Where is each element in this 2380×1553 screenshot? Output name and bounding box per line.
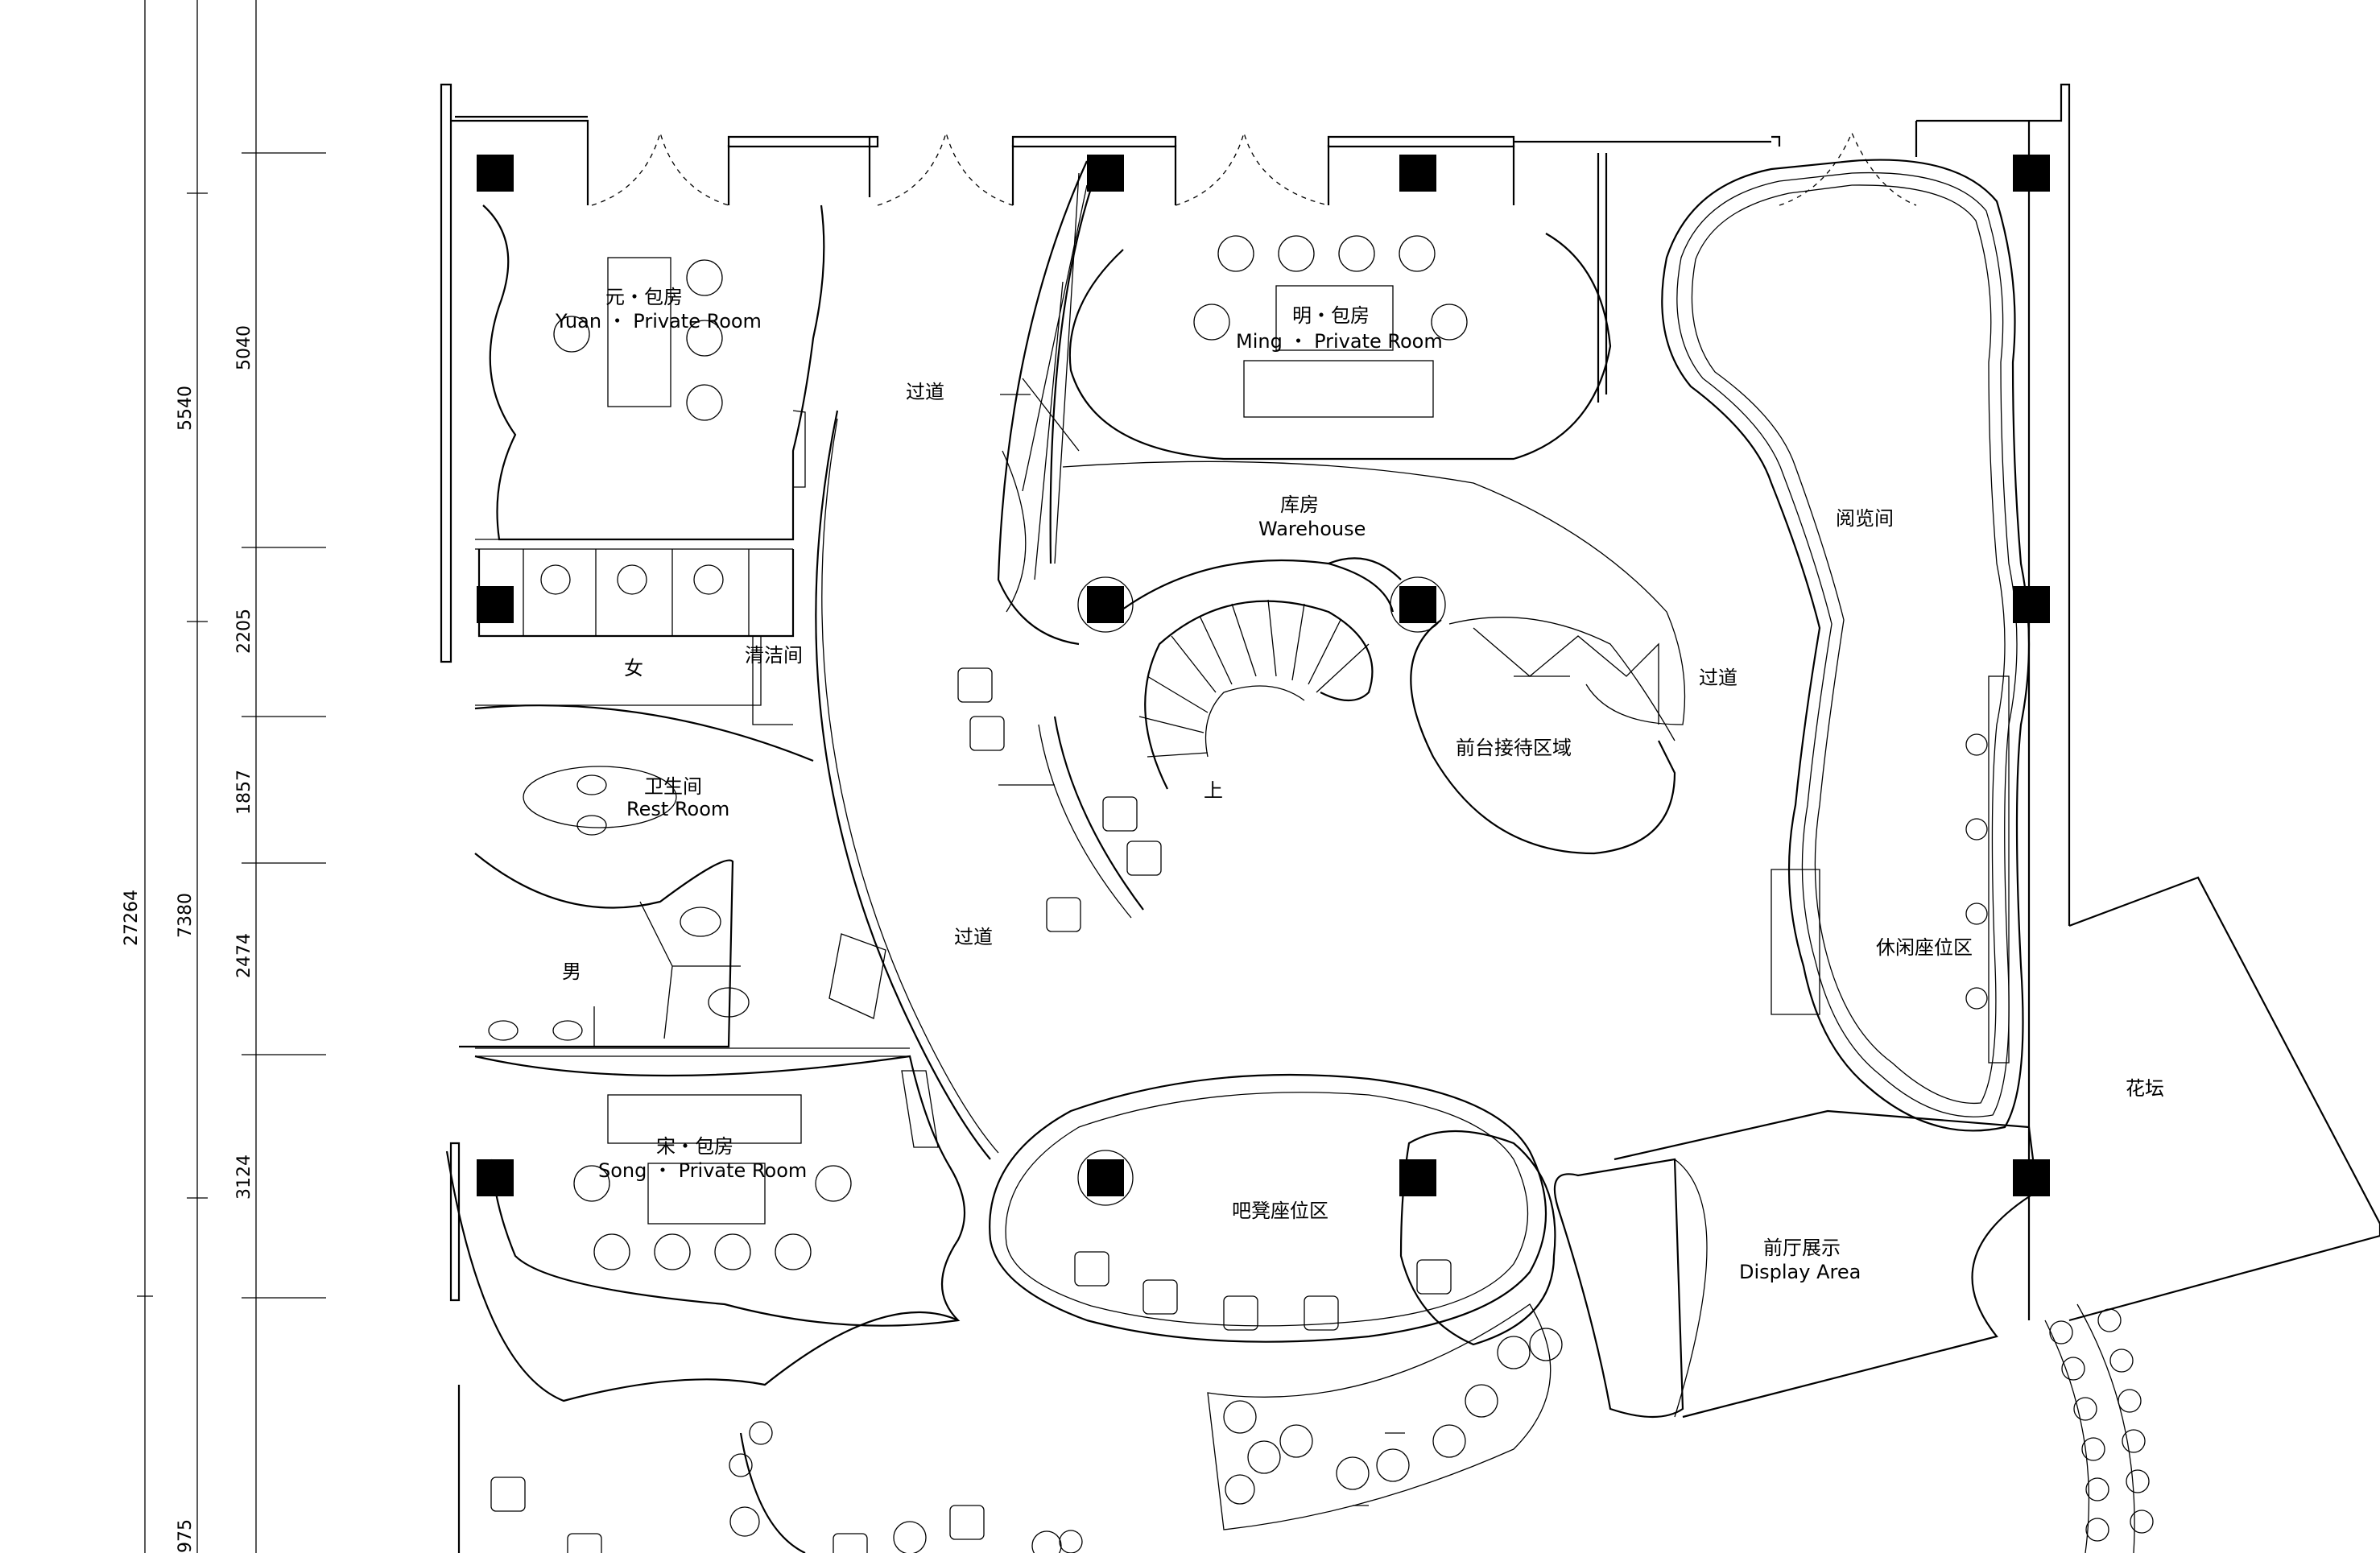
song-room (445, 1055, 966, 1402)
dim-b-4: 3124 (234, 1154, 254, 1200)
label-yuan-cn: 元・包房 (605, 286, 683, 308)
label-flowerbed: 花坛 (2126, 1077, 2164, 1100)
curved-bench (1038, 716, 1144, 919)
vegetation (729, 1303, 2154, 1553)
label-reading: 阅览间 (1836, 507, 1894, 530)
stair-partition (997, 160, 1101, 646)
dim-a-1: 7380 (176, 893, 196, 938)
spiral-stair (1138, 599, 1374, 790)
label-warehouse-en: Warehouse (1258, 518, 1366, 540)
label-ming-cn: 明・包房 (1292, 304, 1370, 327)
label-cleaning: 清洁间 (745, 644, 803, 667)
dim-outer: 27264 (122, 890, 142, 946)
dim-b-0: 5040 (234, 325, 254, 370)
corridor-walls (815, 410, 999, 1160)
annotation-marks (998, 394, 1570, 1506)
label-display-en: Display Area (1739, 1261, 1861, 1283)
label-male: 男 (562, 960, 581, 983)
label-bar: 吧凳座位区 (1232, 1200, 1328, 1222)
stools (490, 667, 1452, 1553)
dim-b-1: 2205 (234, 609, 254, 654)
label-song-en: Song ・ Private Room (598, 1159, 807, 1182)
door-swings (591, 130, 1917, 206)
dim-a-0: 5540 (176, 386, 196, 431)
reception (1410, 617, 1676, 855)
label-restroom-en: Rest Room (626, 798, 729, 820)
label-corridor-2: 过道 (954, 926, 993, 948)
label-stair-up: 上 (1204, 779, 1223, 802)
label-reception: 前台接待区域 (1456, 737, 1572, 759)
label-lounge: 休闲座位区 (1876, 936, 1973, 959)
label-yuan-en: Yuan ・ Private Room (555, 310, 762, 332)
label-corridor-3: 过道 (1699, 667, 1737, 689)
label-restroom-cn: 卫生间 (644, 775, 702, 798)
rest-room (459, 704, 910, 1057)
structural-columns (477, 155, 2050, 1206)
label-ming-en: Ming ・ Private Room (1236, 330, 1443, 353)
female-restroom (475, 549, 795, 725)
dim-a-2: 975 (176, 1519, 196, 1553)
ming-room (1068, 153, 1612, 461)
warehouse (1062, 461, 1686, 725)
dim-b-3: 2474 (234, 933, 254, 978)
yuan-room (475, 204, 825, 550)
dimension-lines (137, 0, 326, 1553)
flower-bed-right (2068, 876, 2380, 1322)
label-song-cn: 宋・包房 (656, 1135, 733, 1158)
label-warehouse-cn: 库房 (1280, 494, 1319, 516)
reading-room-shelves (1661, 159, 2031, 1132)
label-display-cn: 前厅展示 (1763, 1237, 1841, 1259)
label-corridor-1: 过道 (906, 381, 944, 403)
exterior-walls (440, 83, 2071, 1553)
label-female: 女 (624, 657, 643, 679)
dim-b-2: 1857 (234, 770, 254, 815)
display-area (1553, 1109, 2039, 1419)
